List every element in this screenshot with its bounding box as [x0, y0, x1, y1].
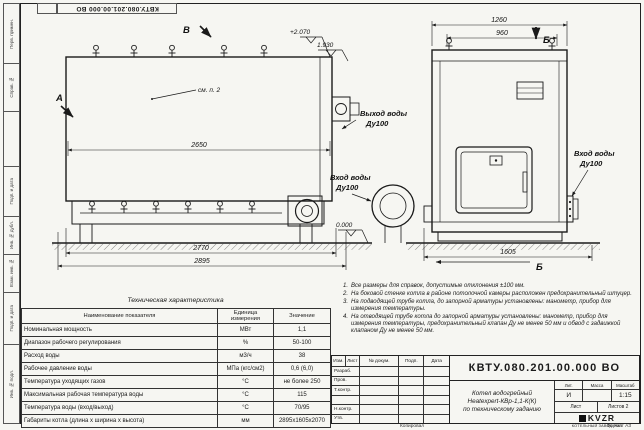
section-marker-b-top: Б: [543, 35, 550, 46]
section-marker-b-bottom: Б: [536, 262, 543, 273]
sheet-footer: Копировал Формат А3: [20, 424, 641, 430]
elevation-top: +2.070: [290, 29, 310, 36]
margin-box: Подп. и дата: [4, 167, 19, 217]
mass-value: [583, 390, 612, 401]
blower-fan: [294, 198, 320, 224]
signature-header-row: Изм. Лист № докум. Подп. Дата: [332, 356, 449, 367]
note-item: 4.На отводящей трубе котла до запорной а…: [342, 314, 621, 335]
title-block: Изм. Лист № докум. Подп. Дата Разраб. Пр…: [331, 355, 640, 428]
margin-box: Взам. инв. №: [4, 255, 19, 293]
signature-row: Разраб.: [332, 367, 449, 377]
logo-square-icon: [578, 414, 586, 422]
elevation-mid: 1.930: [317, 42, 334, 49]
furnace-door: [455, 146, 533, 214]
margin-box: Подп. и дата: [4, 293, 19, 345]
signature-row: Утв.: [332, 414, 449, 423]
copied-label: Копировал: [400, 424, 425, 429]
door-handle: [522, 171, 528, 193]
note-item: 3.На подводящей трубе котла, до запорной…: [342, 299, 611, 313]
scale-value: 1:15: [618, 392, 632, 399]
elevation-marks: [300, 36, 369, 244]
dim-front-inner-width: 960: [496, 30, 508, 37]
product-name: Котел водогрейный Heatexpert-КВр-1,1-К(К…: [450, 381, 555, 423]
tech-table: Наименование показателя Единица измерени…: [21, 308, 331, 428]
signature-row: [332, 395, 449, 405]
water-inlet-right-label: Вход воды: [574, 149, 615, 158]
ground-hatch-left: [52, 243, 372, 250]
view-markers: А В Б Б: [55, 25, 550, 273]
top-stamp: КВТУ.080.201.00.000 ВО: [57, 3, 177, 14]
margin-box: Инв. № дубл.: [4, 217, 19, 255]
water-outlet-label: Выход воды: [360, 109, 408, 118]
sheet-row: Лист Листов 2: [555, 402, 639, 413]
boiler-front-view: [423, 49, 579, 242]
meta-header-row: Лит. Масса Масштаб: [555, 381, 639, 390]
table-row: Диапазон рабочего регулирования%50-100: [21, 336, 331, 350]
door-lock: [489, 155, 503, 166]
burner-housing: [287, 195, 323, 227]
title-block-meta: Лит. Масса Масштаб И 1:15 Лист Листов 2: [555, 381, 639, 428]
base-frame: [437, 231, 563, 242]
elevation-zero: 0.000: [336, 222, 353, 229]
format-label: Формат А3: [606, 424, 631, 429]
water-outlet-dn: Ду100: [365, 119, 389, 128]
water-inlet-center-dn: Ду100: [335, 183, 359, 192]
left-margin-strip: Перв. примен. Справ. № Подп. и дата Инв.…: [3, 3, 20, 424]
water-inlet-center-label: Вход воды: [330, 173, 371, 182]
see-note-callout: см. п. 2: [198, 87, 221, 94]
margin-box: Инв. № подл.: [9, 369, 14, 399]
notes-list: 1.Все размеры для справок, допустимые от…: [337, 283, 637, 337]
dim-body-length: 2650: [190, 142, 207, 149]
tech-header-row: Наименование показателя Единица измерени…: [21, 308, 331, 324]
dim-frame-length: 2770: [192, 245, 209, 252]
note-item: 2.На боковой стенке котла в районе потол…: [342, 291, 632, 298]
note-item: 1.Все размеры для справок, допустимые от…: [342, 283, 525, 289]
lit-value: И: [555, 390, 584, 401]
tech-table-title: Техническая характеристика: [127, 297, 224, 304]
water-inlet-flange: [371, 184, 415, 228]
sheets-count: 2: [625, 404, 629, 410]
margin-box: [4, 112, 19, 167]
table-row: Габариты котла (длина х ширина х высота)…: [21, 414, 331, 428]
document-number: КВТУ.080.201.00.000 ВО: [450, 356, 639, 381]
title-block-signatures: Изм. Лист № докум. Подп. Дата Разраб. Пр…: [332, 356, 450, 423]
boiler-side-view: [65, 56, 415, 244]
dim-front-width: 1260: [491, 17, 507, 24]
louver-panel: [516, 81, 544, 100]
margin-box: Перв. примен.: [4, 4, 19, 64]
dimension-lines: [57, 21, 593, 270]
ground-hatch-right: [406, 243, 600, 250]
meta-value-row: И 1:15: [555, 390, 639, 402]
top-stamp-small-cell: [37, 3, 57, 14]
signature-row: Т.контр.: [332, 386, 449, 396]
signature-row: Пров.: [332, 376, 449, 386]
signature-row: Н.контр.: [332, 405, 449, 415]
company-logo: KVZR КОТЕЛЬНЫЙ ЗАВОД РЭП: [571, 413, 623, 428]
view-marker-a: А: [55, 93, 63, 104]
dim-overall-width: 1605: [500, 249, 516, 256]
dim-overall-length: 2895: [193, 258, 210, 265]
water-inlet-right-dn: Ду100: [579, 159, 603, 168]
callout-leaders: [151, 89, 589, 202]
margin-box: Справ. №: [4, 64, 19, 112]
view-marker-v: В: [183, 25, 190, 36]
